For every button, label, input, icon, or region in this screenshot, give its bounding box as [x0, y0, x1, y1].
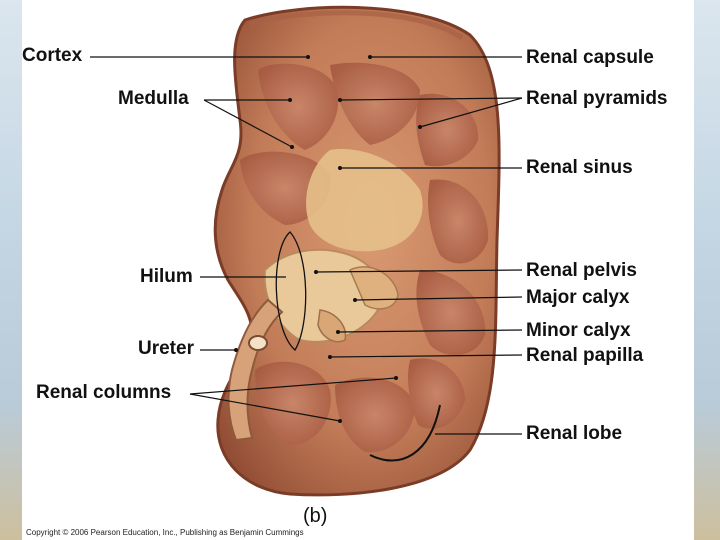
renal-lobe-outline	[369, 404, 441, 462]
label-renal-pyramids: Renal pyramids	[526, 88, 668, 109]
leader-dots	[234, 55, 422, 423]
label-renal-capsule: Renal capsule	[526, 47, 654, 68]
label-medulla: Medulla	[118, 88, 189, 109]
pyramid-lower-mid	[335, 377, 415, 453]
pyramid-upper-mid	[330, 62, 420, 145]
copyright-notice: Copyright © 2006 Pearson Education, Inc.…	[26, 528, 304, 537]
pyramid-right-low	[416, 270, 486, 356]
figure-caption: (b)	[303, 505, 328, 527]
label-cortex: Cortex	[22, 45, 83, 66]
pyramid-upper-right	[416, 93, 479, 167]
label-minor-calyx: Minor calyx	[526, 320, 631, 341]
pyramid-upper-left	[258, 63, 339, 150]
leader-lines	[90, 56, 523, 435]
hilum-bracket	[275, 231, 307, 352]
major-calyx	[349, 266, 399, 310]
label-renal-lobe: Renal lobe	[526, 423, 623, 444]
label-hilum: Hilum	[140, 266, 193, 287]
pyramid-right	[428, 179, 489, 264]
background-left-strip	[0, 0, 22, 540]
label-renal-pelvis: Renal pelvis	[526, 260, 637, 281]
ureter-lumen	[248, 335, 268, 351]
label-renal-columns: Renal columns	[36, 382, 172, 403]
renal-capsule-edge	[249, 10, 464, 41]
label-renal-papilla: Renal papilla	[526, 345, 644, 366]
background-right-strip	[694, 0, 720, 540]
pyramid-lower-left	[255, 361, 331, 445]
label-renal-sinus: Renal sinus	[526, 157, 633, 178]
label-major-calyx: Major calyx	[526, 287, 630, 308]
label-ureter: Ureter	[138, 338, 194, 359]
renal-sinus-fat	[306, 149, 423, 252]
pyramid-lower-right	[407, 358, 465, 429]
